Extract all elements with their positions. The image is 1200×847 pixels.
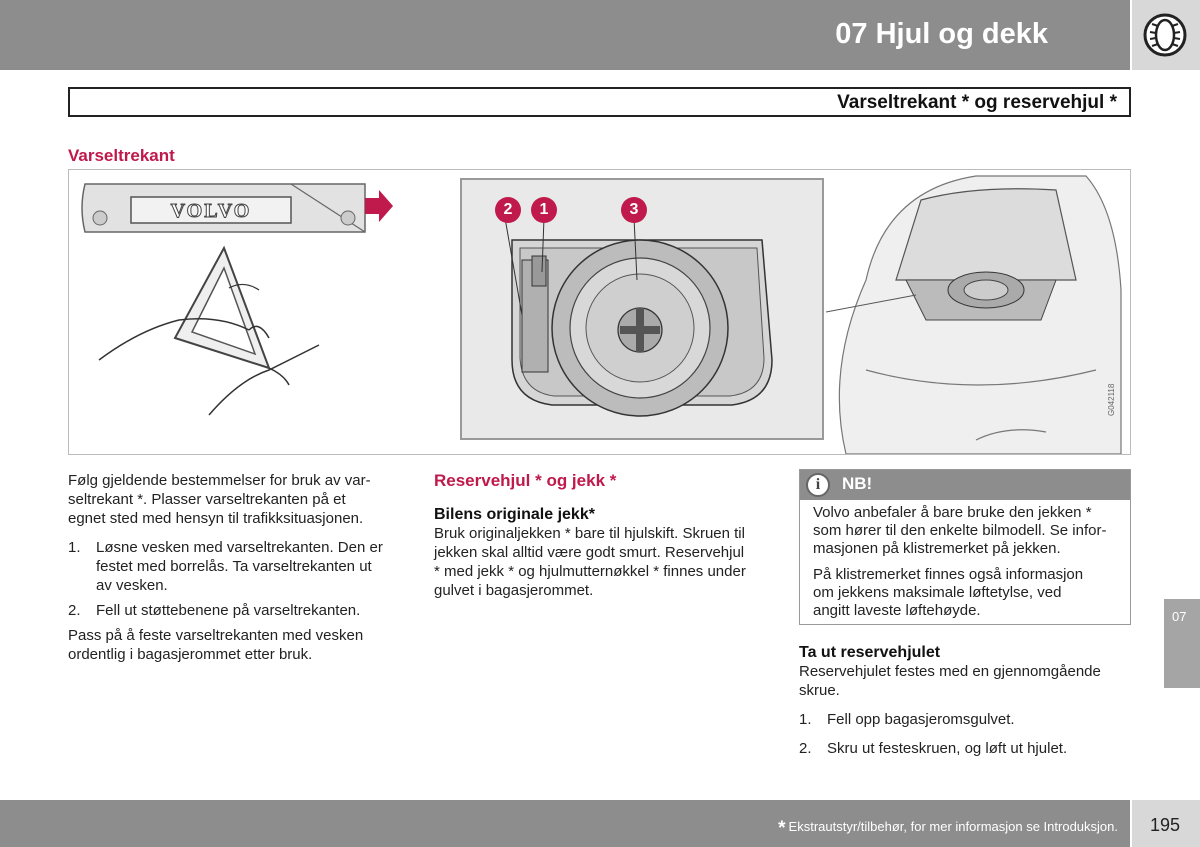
page-number-box: 195 (1132, 800, 1200, 847)
callout-1: 1 (531, 197, 557, 223)
note-body: Volvo anbefaler å bare bruke den jekken … (813, 504, 1107, 619)
warning-triangle-illustration: VOLVO (81, 183, 393, 416)
left-column: Følg gjeldende bestemmelser for bruk av … (68, 471, 408, 664)
illustration-frame: VOLVO 2 1 3 (68, 169, 1131, 455)
spare-wheel-heading: Reservehjul * og jekk * (434, 471, 617, 490)
section-title-box: Varseltrekant * og reservehjul * (68, 87, 1131, 117)
callout-2: 2 (495, 197, 521, 223)
text-line: gulvet i bagasjerommet. (434, 582, 594, 599)
tire-icon (1143, 13, 1187, 57)
section-title: Varseltrekant * og reservehjul * (837, 92, 1117, 113)
middle-column: Bilens originale jekk* Bruk originaljekk… (434, 505, 779, 600)
text-line: skrue. (799, 682, 840, 699)
chapter-side-tab-label: 07 (1172, 609, 1187, 624)
intro-line-3: egnet sted med hensyn til trafikksituasj… (68, 510, 364, 527)
list-item: 2. Fell ut støttebenene på varseltrekant… (68, 602, 361, 619)
footer-bar: *Ekstrautstyr/tilbehør, for mer informas… (0, 800, 1130, 847)
outro-line-2: ordentlig i bagasjerommet etter bruk. (68, 646, 313, 663)
original-jack-subheading: Bilens originale jekk* (434, 506, 595, 523)
footnote-text: Ekstrautstyr/tilbehør, for mer informasj… (788, 819, 1118, 834)
outro-line-1: Pass på å feste varseltrekanten med vesk… (68, 627, 364, 644)
figure-id: G042118 (1107, 383, 1116, 416)
car-trunk-illustration (826, 175, 1122, 454)
footnote-star: * (778, 818, 786, 839)
note-box: i NB! Volvo anbefaler å bare bruke den j… (799, 469, 1131, 625)
list-item: 1. Løsne vesken med varseltrekanten. Den… (68, 539, 383, 594)
page-number: 195 (1150, 815, 1181, 835)
list-item: 2. Skru ut festeskruen, og løft ut hjule… (799, 740, 1068, 757)
text-line: * med jekk * og hjulmutternøkkel * finne… (434, 563, 746, 580)
remove-spare-subheading: Ta ut reservehjulet (799, 644, 941, 661)
chapter-icon-box (1132, 0, 1200, 70)
text-line: Reservehjulet festes med en gjennomgåend… (799, 663, 1101, 680)
volvo-logo-text: VOLVO (171, 200, 252, 222)
remove-spare-steps: 1. Fell opp bagasjeromsgulvet. 2. Skru u… (799, 710, 1139, 758)
footnote: *Ekstrautstyr/tilbehør, for mer informas… (778, 818, 1118, 840)
arrow-right-icon (365, 190, 393, 222)
note-label: NB! (842, 474, 873, 493)
chapter-header: 07 Hjul og dekk (0, 0, 1130, 70)
triangle-steps: 1. Løsne vesken med varseltrekanten. Den… (68, 538, 408, 620)
list-item: 1. Fell opp bagasjeromsgulvet. (799, 711, 1015, 728)
note-header: i NB! (800, 470, 1130, 500)
text-line: jekken skal alltid være godt smurt. Rese… (434, 544, 745, 561)
intro-line-2: seltrekant *. Plasser varseltrekanten på… (68, 491, 346, 508)
warning-triangle-heading: Varseltrekant (68, 146, 175, 165)
spare-wheel-compartment-illustration: 2 1 3 (460, 178, 824, 440)
text-line: Bruk originaljekken * bare til hjulskift… (434, 525, 745, 542)
right-column: Ta ut reservehjulet Reservehjulet festes… (799, 643, 1139, 764)
intro-line-1: Følg gjeldende bestemmelser for bruk av … (68, 472, 371, 489)
chapter-side-tab: 07 (1164, 599, 1200, 688)
callout-3: 3 (621, 197, 647, 223)
info-icon: i (806, 473, 830, 497)
chapter-title: 07 Hjul og dekk (835, 18, 1048, 50)
